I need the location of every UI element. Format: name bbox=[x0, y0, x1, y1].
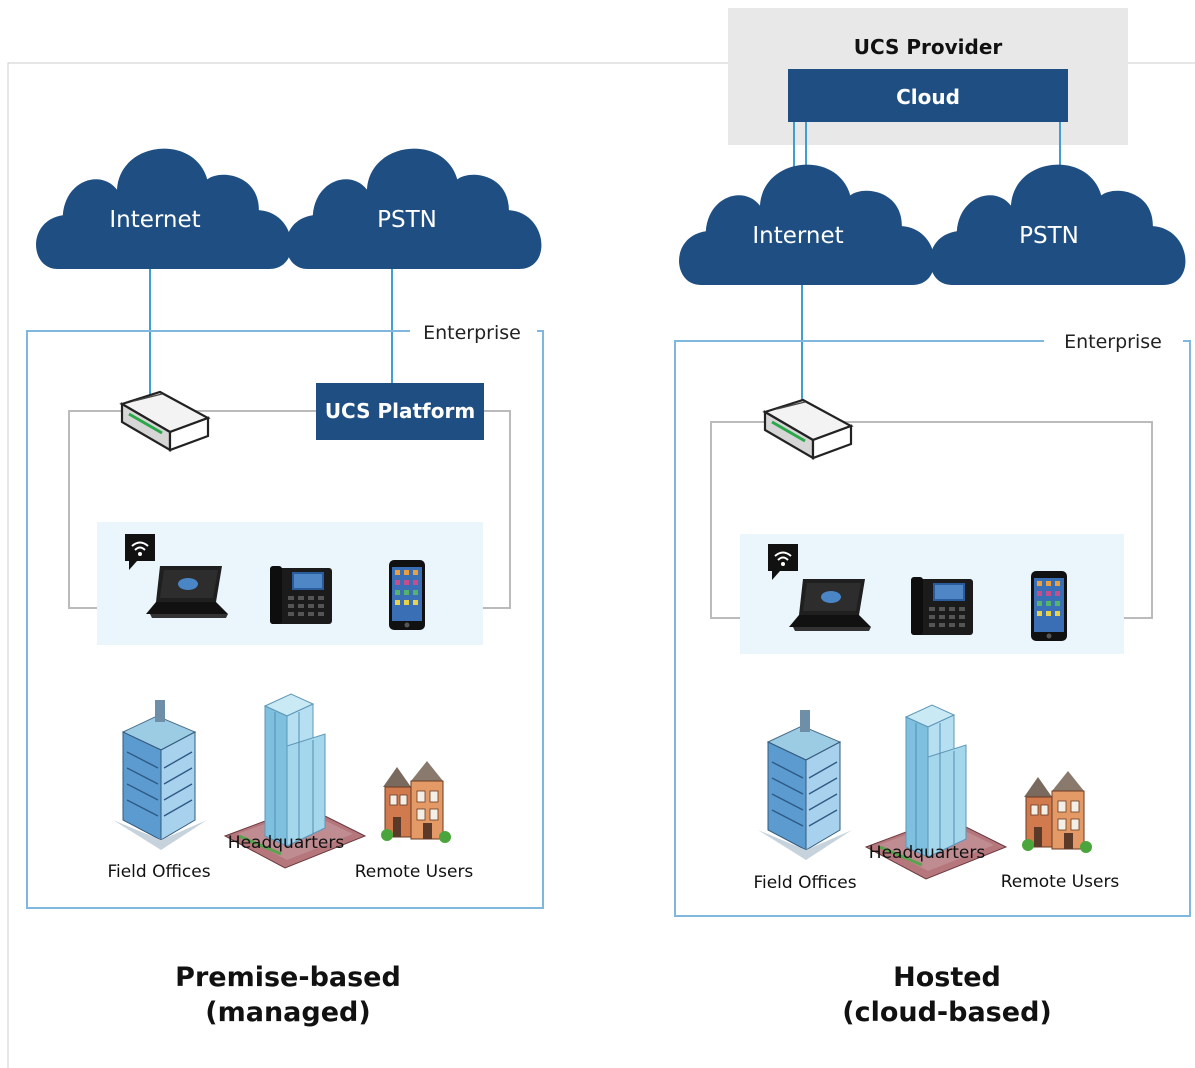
hosted-internet-cloud: Internet bbox=[679, 164, 935, 285]
smartphone-icon bbox=[389, 560, 425, 630]
premise-caption-line2: (managed) bbox=[205, 997, 370, 1028]
premise-remote-users-label: Remote Users bbox=[355, 862, 474, 882]
premise-internet-label: Internet bbox=[109, 207, 200, 233]
hosted-enterprise-border bbox=[674, 340, 1191, 917]
premise-internet-cloud: Internet bbox=[36, 148, 292, 269]
hosted-remote-users-label: Remote Users bbox=[1001, 872, 1120, 892]
premise-field-offices-label: Field Offices bbox=[107, 862, 210, 882]
smartphone-icon bbox=[1031, 571, 1067, 641]
desk-phone-icon bbox=[270, 566, 332, 624]
ucs-provider-panel: UCS Provider Cloud bbox=[728, 8, 1128, 145]
premise-enterprise-border bbox=[26, 330, 544, 909]
premise-enterprise-label: Enterprise bbox=[423, 322, 521, 344]
hosted-headquarters-label: Headquarters bbox=[869, 843, 986, 863]
page-frame bbox=[7, 62, 728, 1068]
townhouse-icon bbox=[1021, 770, 1093, 854]
hosted-caption-line2: (cloud-based) bbox=[842, 997, 1052, 1028]
hosted-pstn-label: PSTN bbox=[1019, 223, 1079, 249]
provider-cloud-label: Cloud bbox=[896, 85, 960, 109]
premise-caption-line1: Premise-based bbox=[175, 962, 401, 993]
router-icon bbox=[763, 398, 853, 460]
provider-cloud-box: Cloud bbox=[788, 69, 1068, 122]
premise-pstn-label: PSTN bbox=[377, 207, 437, 233]
router-icon bbox=[120, 390, 210, 452]
premise-headquarters-label: Headquarters bbox=[228, 833, 345, 853]
hosted-section: Enterprise Internet PSTN Field Offices H… bbox=[674, 164, 1191, 1028]
hosted-caption-line1: Hosted bbox=[893, 962, 1001, 993]
ucs-platform-box: UCS Platform bbox=[316, 383, 484, 440]
desk-phone-icon bbox=[911, 577, 973, 635]
premise-section: Enterprise Internet PSTN UCS Platform Fi bbox=[26, 148, 544, 1028]
office-building-icon bbox=[112, 699, 208, 851]
hosted-field-offices-label: Field Offices bbox=[753, 873, 856, 893]
townhouse-icon bbox=[380, 760, 452, 844]
ucs-provider-title: UCS Provider bbox=[854, 35, 1003, 59]
premise-pstn-cloud: PSTN bbox=[286, 148, 542, 269]
hosted-internet-label: Internet bbox=[752, 223, 843, 249]
office-building-icon bbox=[757, 709, 853, 861]
hosted-pstn-cloud: PSTN bbox=[930, 164, 1186, 285]
ucs-platform-label: UCS Platform bbox=[325, 399, 475, 423]
hosted-enterprise-label: Enterprise bbox=[1064, 331, 1162, 353]
